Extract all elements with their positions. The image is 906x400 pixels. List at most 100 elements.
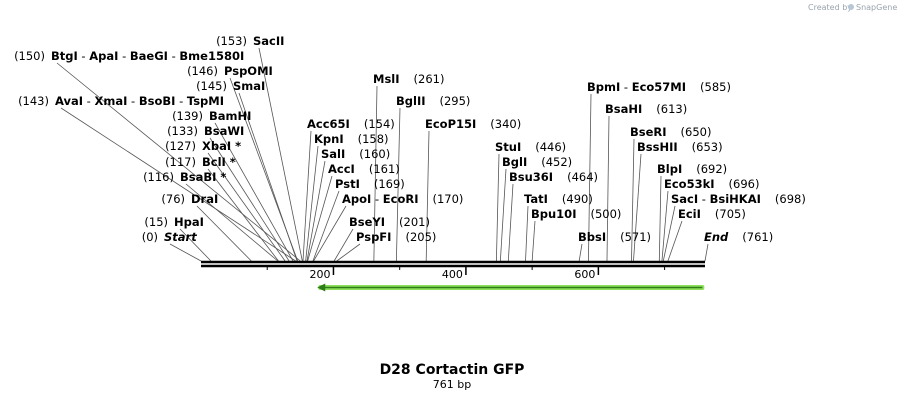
site-position-bsawi: (133) <box>167 124 198 138</box>
site-position-msli: (261) <box>414 72 445 86</box>
site-leader-ecii <box>667 220 683 262</box>
site-leader-bbsi <box>578 243 583 262</box>
site-position-bpu10i: (500) <box>590 207 621 221</box>
name-separator: - <box>127 94 138 108</box>
site-position-bseyi: (201) <box>399 215 430 229</box>
enzyme-name: SalI <box>321 147 345 161</box>
name-separator: - <box>620 80 631 94</box>
site-label-bsshii: BssHII(653) <box>637 140 723 154</box>
site-leader-pspomi <box>229 77 299 262</box>
enzyme-name: BseYI <box>349 215 385 229</box>
enzyme-name: XbaI * <box>202 139 241 153</box>
enzyme-name: BbsI <box>578 230 606 244</box>
site-position-stui: (446) <box>535 140 566 154</box>
site-position-bcli: (117) <box>165 155 196 169</box>
enzyme-name: Bme1580I <box>179 49 244 63</box>
enzyme-name: BsaBI * <box>180 170 226 184</box>
enzyme-name: Bpu10I <box>531 207 576 221</box>
enzyme-name: BamHI <box>209 109 251 123</box>
enzyme-name: SmaI <box>233 79 265 93</box>
enzyme-name: KpnI <box>314 132 344 146</box>
enzyme-name: BclI * <box>202 155 236 169</box>
site-position-bbsi: (571) <box>620 230 651 244</box>
site-leader-stui <box>495 153 500 262</box>
site-label-saci-bsihkai: SacI - BsiHKAI(698) <box>671 192 806 206</box>
site-position-bseri: (650) <box>681 125 712 139</box>
site-position-apoi-ecori: (170) <box>433 192 464 206</box>
enzyme-name: EcoP15I <box>425 117 476 131</box>
site-leader-sacii <box>258 47 303 262</box>
name-separator: - <box>175 94 186 108</box>
site-label-kpni: KpnI(158) <box>314 132 389 146</box>
site-label-acc65i: Acc65I(154) <box>307 117 395 131</box>
site-label-bsabi: BsaBI * <box>180 170 226 184</box>
site-position-ecop15i: (340) <box>490 117 521 131</box>
site-label-tati: TatI (490) <box>524 192 593 206</box>
site-label-drai: DraI <box>191 192 218 206</box>
site-label-bglii: BglII(295) <box>396 94 470 108</box>
name-separator: - <box>371 192 382 206</box>
site-label-bgli: BglI (452) <box>502 155 572 169</box>
site-label-psti: PstI(169) <box>335 177 405 191</box>
map-length: 761 bp <box>433 378 471 391</box>
site-leader-msli <box>373 85 378 262</box>
ruler-tick-label: 600 <box>574 268 595 281</box>
site-label-eco53ki: Eco53kI(696) <box>664 177 759 191</box>
site-leader-bglii <box>395 107 401 262</box>
site-label-stui: StuI(446) <box>495 140 566 154</box>
site-leader-bgli <box>499 168 507 262</box>
site-leader-hpai <box>179 228 212 262</box>
site-label-ecop15i: EcoP15I (340) <box>425 117 521 131</box>
site-leader-tati <box>525 205 529 262</box>
site-position-psti: (169) <box>374 177 405 191</box>
site-position-blpi: (692) <box>696 162 727 176</box>
enzyme-name: BpmI <box>587 80 620 94</box>
site-position-pspomi: (146) <box>187 64 218 78</box>
site-leader-avai-xmai-bsobi-tspmi <box>60 107 296 262</box>
site-label-bseyi: BseYI (201) <box>349 215 430 229</box>
enzyme-name: BsiHKAI <box>710 192 761 206</box>
site-leader-bsabi <box>185 183 279 262</box>
site-leader-ecop15i <box>425 130 430 262</box>
site-position-acci: (161) <box>369 162 400 176</box>
site-label-bsahi: BsaHI(613) <box>605 102 687 116</box>
enzyme-name: TatI <box>524 192 548 206</box>
enzyme-name: PspOMI <box>224 64 273 78</box>
site-leader-lines <box>56 47 709 262</box>
site-position-hpai: (15) <box>144 215 168 229</box>
site-label-btgi-apai-baegi-bme1580i: BtgI - ApaI - BaeGI - Bme1580I <box>51 49 244 63</box>
site-label-bsawi: BsaWI <box>204 124 244 138</box>
enzyme-name: BglI <box>502 155 527 169</box>
site-position-bsabi: (116) <box>143 170 174 184</box>
site-position-btgi-apai-baegi-bme1580i: (150) <box>14 49 45 63</box>
enzyme-name: AccI <box>328 162 355 176</box>
site-leader-end <box>704 243 709 262</box>
site-leader-bseri <box>631 138 635 262</box>
site-leader-xbai <box>207 152 286 262</box>
enzyme-name: BseRI <box>630 125 667 139</box>
site-label-avai-xmai-bsobi-tspmi: AvaI - XmaI - BsoBI - TspMI <box>55 94 224 108</box>
enzyme-name: Eco57MI <box>632 80 686 94</box>
site-label-bpu10i: Bpu10I (500) <box>531 207 621 221</box>
site-label-hpai: HpaI <box>174 215 204 229</box>
enzyme-name: BglII <box>396 94 426 108</box>
enzyme-name: HpaI <box>174 215 204 229</box>
site-position-saci-bsihkai: (698) <box>775 192 806 206</box>
site-position-sacii: (153) <box>216 34 247 48</box>
site-leader-bpmi-eco57mi <box>588 93 592 262</box>
site-position-bgli: (452) <box>541 155 572 169</box>
site-label-sacii: SacII <box>253 34 284 48</box>
site-position-xbai: (127) <box>165 139 196 153</box>
sequence-backbone <box>201 260 705 268</box>
enzyme-name: Bsu36I <box>509 170 553 184</box>
site-position-tati: (490) <box>562 192 593 206</box>
site-label-apoi-ecori: ApoI - EcoRI(170) <box>342 192 463 206</box>
name-separator: - <box>118 49 129 63</box>
site-position-drai: (76) <box>161 192 185 206</box>
name-separator: - <box>83 94 94 108</box>
site-label-bsu36i: Bsu36I(464) <box>509 170 598 184</box>
site-label-bseri: BseRI (650) <box>630 125 711 139</box>
enzyme-name: BsoBI <box>139 94 176 108</box>
feature-arrowhead-icon <box>317 283 326 292</box>
